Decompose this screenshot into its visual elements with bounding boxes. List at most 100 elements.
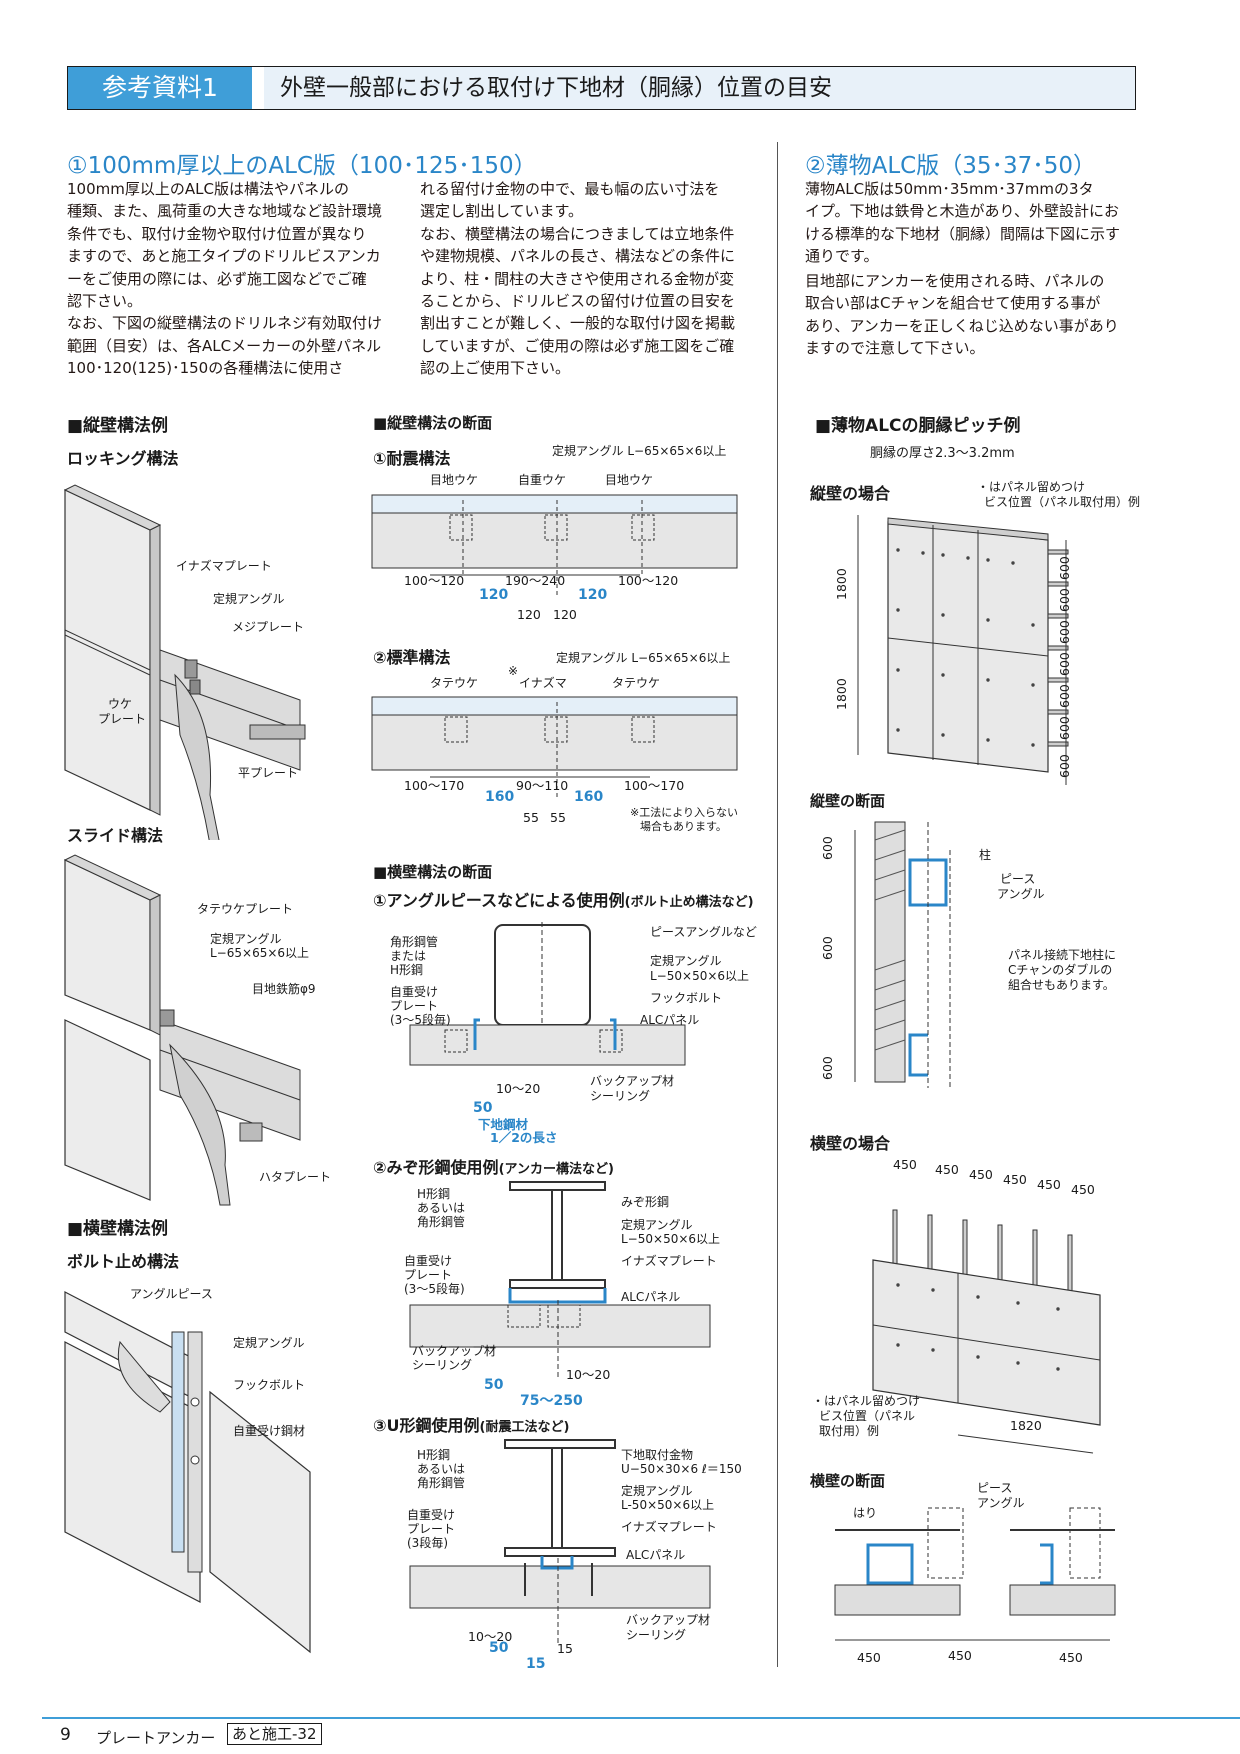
label-plate: プレート (98, 712, 147, 726)
rocking-method-title: ロッキング構法 (67, 449, 179, 468)
ex3-left-3: 角形鋼管 (417, 1476, 466, 1490)
ex1-left-3: H形鋼 (390, 963, 424, 977)
thin-vs-dim-3: 600 (820, 1056, 835, 1080)
label-hook-bolt: フックボルト (233, 1378, 306, 1392)
seismic-dim-right: 100〜120 (618, 573, 679, 588)
standard-dim-half-right: 55 (550, 810, 566, 825)
thin-v-section-title: 縦壁の断面 (810, 792, 886, 810)
thin-h-section-title: 横壁の断面 (810, 1472, 886, 1490)
ex3-title-small: (耐震工法など) (479, 1420, 570, 1435)
label-angle: 定規アングル (213, 592, 285, 606)
ex2-blue-range: 75〜250 (520, 1393, 583, 1409)
page-header: 参考資料1 外壁一般部における取付け下地材（胴縁）位置の目安 (67, 66, 1136, 110)
horizontal-section-heading: ■横壁構法の断面 (373, 863, 493, 881)
ex1-title-small: (ボルト止め構法など) (624, 895, 754, 910)
ex1-right-3: L−50×50×6以上 (650, 969, 750, 983)
ex1-right-5: ALCパネル (640, 1013, 700, 1027)
ex3-right-2: U−50×30×6 ℓ＝150 (621, 1462, 742, 1476)
seismic-top-label-3: 目地ウケ (605, 473, 654, 487)
ex2-right-4: イナズマプレート (621, 1254, 717, 1268)
seismic-dim-half-left: 120 (517, 607, 541, 622)
standard-dim-right: 100〜170 (624, 778, 685, 793)
label-hata-plate: ハタプレート (259, 1170, 332, 1184)
label-uke: ウケ (108, 697, 133, 711)
thin-v-dim-right-5: 600 (1057, 684, 1072, 708)
section2-para2-line: あり、アンカーを正しくねじ込めない事があり (805, 316, 1119, 335)
thin-vs-angle: アングル (997, 887, 1045, 901)
ex1-left-1: 角形鋼管 (390, 935, 439, 949)
thin-vertical-note-2: ビス位置（パネル取付用）例 (984, 495, 1141, 509)
thin-v-dim-right-6: 600 (1057, 716, 1072, 740)
section2-para1-line: ける標準的な下地材（胴縁）間隔は下図に示す (805, 224, 1121, 243)
seismic-top-label-1: 目地ウケ (430, 473, 479, 487)
label-inazuma-plate: イナズマプレート (176, 559, 272, 573)
thin-v-dim-left-2: 1800 (834, 678, 849, 710)
thin-h-section-diagram (834, 1507, 1116, 1641)
section1-col1-line: 条件でも、取付け金物や取付け位置が異なり (67, 224, 367, 243)
ex1-section-diagram (409, 922, 686, 1066)
ex3-left-6: (3段毎) (407, 1536, 448, 1550)
ex2-right-3: L−50×50×6以上 (621, 1232, 721, 1246)
standard-mark: ※ (508, 664, 519, 678)
section1-col1-line: 100･120(125)･150の各種構法に使用さ (67, 359, 344, 378)
ex3-left-5: プレート (407, 1522, 456, 1536)
thin-vs-dim-2: 600 (820, 936, 835, 960)
thin-vs-piece: ピース (1000, 872, 1036, 886)
standard-top-label-3: タテウケ (612, 676, 661, 690)
ex2-left-3: 角形鋼管 (417, 1215, 466, 1229)
section2-title: ②薄物ALC版（35･37･50） (805, 153, 1097, 179)
ex2-title-small: (アンカー構法など) (498, 1162, 614, 1177)
section1-col1-line: 認下さい。 (67, 292, 143, 311)
ex1-blue-steel: 下地鋼材 (478, 1117, 529, 1132)
thin-hs-dim-3: 450 (1059, 1650, 1083, 1665)
ex3-section-diagram (409, 1439, 711, 1643)
thin-vs-note-3: 組合せもあります。 (1008, 978, 1115, 992)
section2-para2-line: 取合い部はCチャンを組合せて使用する事が (805, 294, 1101, 313)
section2-para1-line: イプ。下地は鉄骨と木造があり、外壁設計にお (805, 202, 1119, 221)
thin-h-note-3: 取付用）例 (819, 1424, 880, 1438)
ex1-left-4: 自重受け (390, 985, 439, 999)
thin-vs-dim-1: 600 (820, 836, 835, 860)
ex1-title: ①アングルピースなどによる使用例(ボルト止め構法など) (373, 887, 754, 911)
ex3-title-main: ③U形鋼使用例 (373, 1416, 480, 1435)
ex2-left-5: プレート (404, 1268, 453, 1282)
ex2-title: ②みぞ形鋼使用例(アンカー構法など) (373, 1154, 614, 1178)
thin-thickness: 胴縁の厚さ2.3〜3.2mm (870, 446, 1015, 461)
standard-dim-center: 90〜110 (516, 778, 569, 793)
thin-horizontal-title: 横壁の場合 (810, 1134, 891, 1153)
ex2-left-2: あるいは (417, 1201, 466, 1215)
ex3-right-5: イナズマプレート (621, 1520, 717, 1534)
vertical-section-heading: ■縦壁構法の断面 (373, 414, 493, 432)
ex2-blue-50: 50 (484, 1377, 504, 1393)
section2-para2-line: ますので注意して下さい。 (805, 339, 985, 358)
ex1-sealing: シーリング (590, 1089, 651, 1103)
thin-vs-note-2: Cチャンのダブルの (1008, 963, 1113, 977)
seismic-dim-blue-right: 120 (578, 587, 608, 603)
thin-h-note-1: ・はパネル留めつけ (812, 1394, 921, 1408)
ex2-left-1: H形鋼 (417, 1187, 451, 1201)
section1-col1-line: 種類、また、風荷重の大きな地域など設計環境 (67, 202, 383, 221)
ex1-title-main: ①アングルピースなどによる使用例 (373, 891, 625, 910)
footer-rule (42, 1717, 1240, 1719)
section1-col1-line: ーをご使用の際には、必ず施工図などでご確 (67, 269, 367, 288)
ex3-left-1: H形鋼 (417, 1448, 451, 1462)
thin-v-dim-left-1: 1800 (834, 568, 849, 600)
ex1-right-1: ピースアングルなど (650, 925, 757, 939)
label-meji-plate: メジプレート (232, 620, 305, 634)
ex2-right-2: 定規アングル (621, 1218, 693, 1232)
standard-dim-half-left: 55 (523, 810, 539, 825)
thin-h-note-2: ビス位置（パネル (819, 1409, 916, 1423)
section1-col2-line: ることから、ドリルビスの留付け位置の目安を (420, 292, 736, 311)
label-tateuke-plate: タテウケプレート (197, 902, 294, 916)
section1-title: ①100mm厚以上のALC版（100･125･150） (67, 153, 537, 179)
label-self-weight-steel: 自重受け鋼材 (233, 1424, 306, 1438)
thin-h-dim-5: 450 (1037, 1177, 1061, 1192)
standard-dim-blue-right: 160 (574, 789, 604, 805)
label-slide-angle: 定規アングル (210, 932, 282, 946)
label-angle-piece: アングルピース (130, 1287, 213, 1301)
thin-hs-beam: はり (853, 1506, 878, 1520)
thin-hs-dim-2: 450 (948, 1648, 972, 1663)
section1-col1-line: なお、下図の縦壁構法のドリルネジ有効取付け (67, 314, 383, 333)
thin-v-dim-right-7: 600 (1057, 754, 1072, 778)
thin-vs-note-1: パネル接続下地柱に (1008, 948, 1117, 962)
